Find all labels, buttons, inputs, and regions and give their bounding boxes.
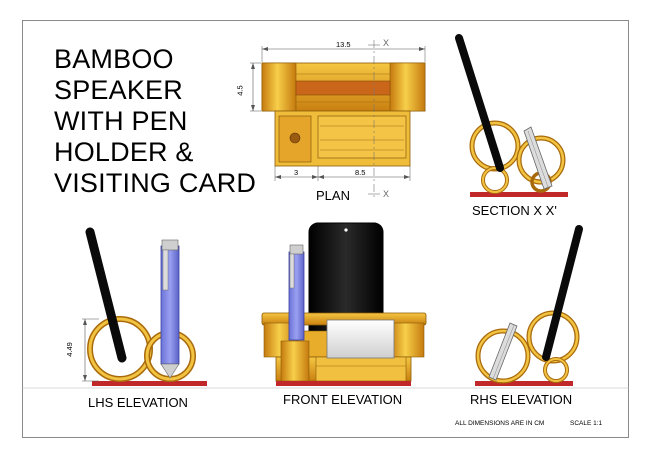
plan-card-compartment xyxy=(317,115,407,159)
section-base xyxy=(470,192,568,197)
dim-height-text: 4.49 xyxy=(64,342,74,357)
lhs-base xyxy=(92,381,207,386)
drawing-title: BAMBOO SPEAKER WITH PEN HOLDER & VISITIN… xyxy=(54,44,274,199)
units-note: ALL DIMENSIONS ARE IN CM xyxy=(455,420,545,427)
plan-view xyxy=(250,40,426,198)
front-speaker-right xyxy=(389,322,425,358)
dim-right-part-text: 8.5 xyxy=(355,168,366,177)
rhs-elevation-label: RHS ELEVATION xyxy=(470,392,573,407)
section-mark-bottom: X xyxy=(383,189,390,199)
scale-note: SCALE 1:1 xyxy=(570,420,603,427)
title-line-3: WITH PEN xyxy=(54,106,188,136)
section-pen xyxy=(455,34,504,172)
lhs-black-pen xyxy=(85,227,127,363)
title-line-2: SPEAKER xyxy=(54,75,183,105)
rhs-pen xyxy=(542,225,583,361)
section-card xyxy=(523,126,553,190)
lhs-elevation-view xyxy=(82,227,207,386)
plan-pen-hole xyxy=(289,132,301,144)
title-line-1: BAMBOO xyxy=(54,44,174,74)
dim-depth-text: 4.5 xyxy=(235,85,245,96)
title-line-4: HOLDER & xyxy=(54,137,194,167)
front-base xyxy=(276,381,411,386)
section-view xyxy=(455,34,568,197)
dim-left-part-text: 3 xyxy=(294,168,299,177)
front-elevation-view xyxy=(261,222,427,386)
sheet-border xyxy=(22,20,629,438)
lhs-elevation-label: LHS ELEVATION xyxy=(88,395,188,410)
plan-speaker-slot xyxy=(295,80,391,96)
rhs-elevation-view xyxy=(475,225,583,386)
title-line-5: VISITING CARD xyxy=(54,168,257,198)
front-elevation-label: FRONT ELEVATION xyxy=(283,392,403,407)
section-label: SECTION X X' xyxy=(472,203,557,218)
dim-width-text: 13.5 xyxy=(336,40,351,49)
plan-label: PLAN xyxy=(316,188,350,203)
rhs-card xyxy=(488,322,518,381)
plan-speaker-right-end xyxy=(389,62,426,112)
rhs-base xyxy=(475,381,573,386)
front-pen-compartment xyxy=(280,340,310,382)
plan-speaker-left-end xyxy=(261,62,297,112)
section-mark-top: X xyxy=(383,38,390,48)
front-visiting-card xyxy=(326,319,395,359)
